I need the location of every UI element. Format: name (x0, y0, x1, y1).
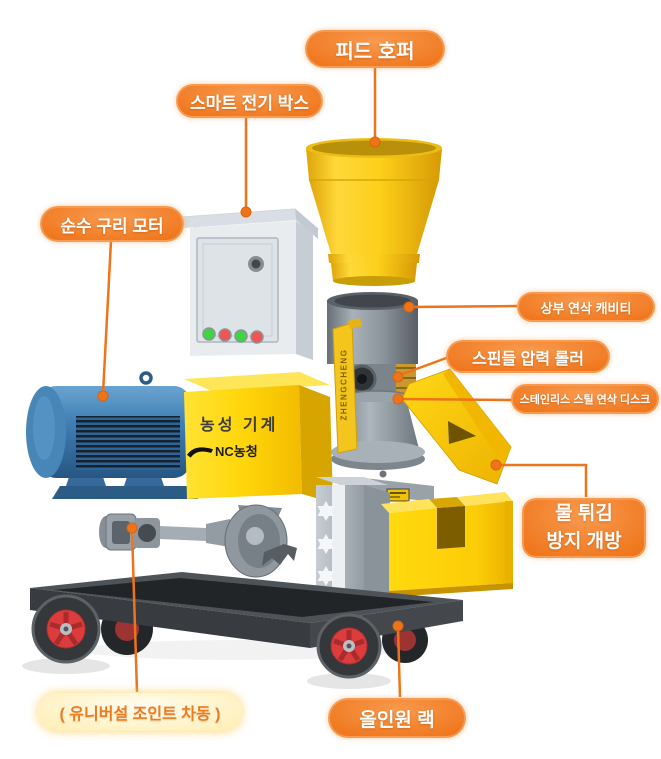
side-strip (332, 322, 358, 454)
pellet-collector (381, 492, 513, 597)
brand-sub-text: NC농청 (215, 444, 258, 459)
dot-splash (490, 459, 502, 471)
dot-motor (97, 390, 109, 402)
leader-cavity (409, 304, 518, 309)
lifting-eye (139, 371, 153, 385)
brand-sub: NC농청 (186, 441, 258, 460)
feed-hopper (306, 138, 442, 286)
label-stainless-grinding-disc: 스테인리스 스틸 연삭 디스크 (511, 384, 659, 414)
dot-electric-box (240, 206, 252, 218)
cooling-fins (76, 416, 180, 470)
dot-spindle (392, 371, 404, 383)
leader-motor (101, 240, 113, 395)
warning-sticker (386, 488, 410, 502)
label-water-splash-line2: 방지 개방 (546, 531, 622, 552)
dot-ujoint (126, 522, 138, 534)
leader-spindle (399, 355, 450, 377)
label-smart-electric-box: 스마트 전기 박스 (176, 84, 323, 118)
label-pure-copper-motor: 순수 구리 모터 (40, 206, 184, 242)
label-all-in-one-rack: 올인원 랙 (328, 698, 466, 738)
wheel-front-left (31, 594, 101, 664)
machine-body (184, 372, 333, 503)
grinding-unit (327, 292, 425, 470)
label-water-splash-line1: 물 튀김 (555, 503, 613, 525)
side-strip-text: ZHENGCHENG (339, 348, 349, 421)
copper-motor (26, 371, 198, 499)
star-cutouts (317, 501, 335, 586)
brand-title: 농성 기계 (200, 417, 279, 434)
leader-disc (399, 397, 514, 402)
dot-disc (392, 393, 404, 405)
leader-splash (497, 463, 588, 497)
leader-rack (396, 626, 402, 698)
discharge-chute (401, 368, 512, 485)
dot-feed-hopper (369, 136, 381, 148)
dot-cavity (403, 301, 415, 313)
universal-joint-shaft (99, 504, 297, 578)
leader-lines (101, 66, 588, 698)
label-feed-hopper: 피드 호퍼 (305, 30, 445, 68)
label-upper-grinding-cavity: 상부 연삭 캐비티 (517, 292, 655, 322)
brand-logo-swoosh (186, 447, 214, 458)
leader-dots (97, 136, 502, 632)
dot-rack (392, 620, 404, 632)
indicator-buttons (202, 327, 264, 344)
electric-box (181, 208, 320, 360)
wheel-front-right (316, 613, 382, 679)
star-column (316, 470, 434, 610)
label-water-splash-guard: 물 튀김 방지 개방 (522, 498, 646, 558)
cart-frame (30, 572, 463, 679)
box-door (196, 237, 279, 343)
leader-ujoint (130, 529, 139, 693)
label-universal-joint-differential: ( 유니버설 조인트 차동 ) (38, 693, 242, 731)
label-spindle-pressure-roller: 스핀들 압력 롤러 (446, 340, 610, 373)
